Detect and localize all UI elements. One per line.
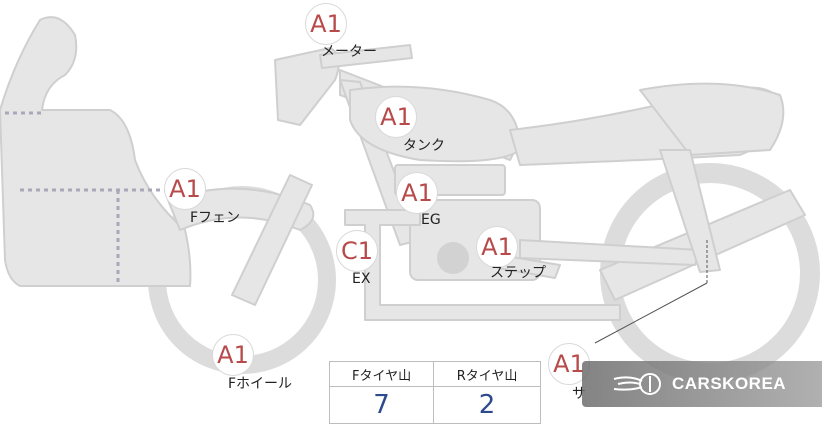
rear-tire-header: Rタイヤ山 <box>433 361 541 387</box>
front-tire-value: 7 <box>328 386 435 424</box>
tail-cowl <box>639 82 785 156</box>
tank-grade-badge: A1 <box>375 96 417 138</box>
meter-grade-badge: A1 <box>305 3 347 45</box>
swing-arm <box>519 239 701 266</box>
meter-label: メーター <box>321 44 377 60</box>
ex-label: EX <box>352 271 371 287</box>
eg-grade-badge: A1 <box>396 172 438 214</box>
step-grade-badge: A1 <box>476 226 518 268</box>
rear-tire-value: 2 <box>433 386 541 424</box>
front-tire-header: Fタイヤ山 <box>328 361 435 387</box>
f-wheel-grade-badge: A1 <box>212 334 254 376</box>
rear-shock <box>659 149 721 273</box>
ex-grade-badge: C1 <box>336 230 378 272</box>
carskorea-logo-icon <box>613 373 661 395</box>
engine-cover <box>437 242 469 274</box>
front-fork <box>231 174 313 306</box>
eg-label: EG <box>421 212 441 228</box>
exhaust-pipe <box>344 209 621 321</box>
tank-label: タンク <box>403 138 445 154</box>
handlebar <box>319 44 413 69</box>
step-label: ステップ <box>490 265 546 281</box>
tire-tread-table: Fタイヤ山 Rタイヤ山 7 2 <box>328 361 541 424</box>
f-fender-label: Fフェン <box>190 210 241 226</box>
f-wheel-label: Fホイール <box>228 376 293 392</box>
f-fender-grade-badge: A1 <box>164 168 206 210</box>
front-cowl <box>0 16 192 287</box>
carskorea-watermark: CARSKOREA <box>582 361 822 407</box>
watermark-text: CARSKOREA <box>672 374 787 393</box>
